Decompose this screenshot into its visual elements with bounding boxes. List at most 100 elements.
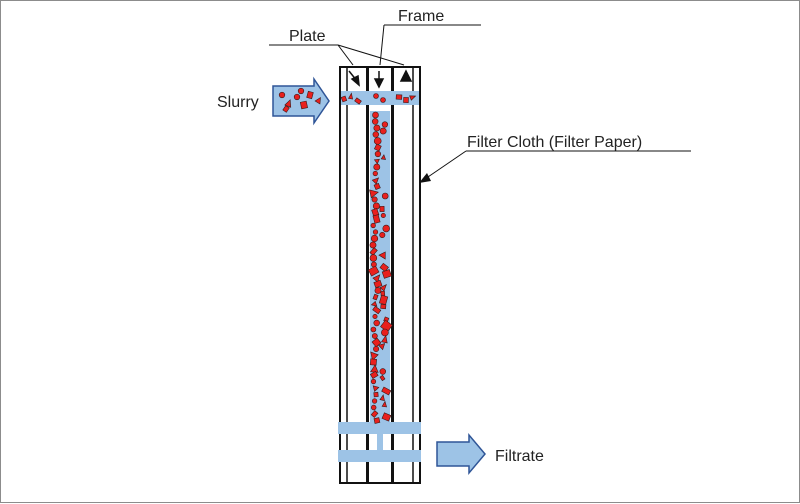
solid-particle: [372, 214, 381, 224]
solid-particle: [370, 222, 376, 229]
solid-particle: [369, 254, 378, 262]
solid-particle: [372, 293, 379, 301]
solid-particle: [379, 374, 386, 382]
outlet-header-bottom: [338, 450, 421, 462]
flow-arrowhead-right: [399, 69, 413, 82]
leader-lines: [269, 24, 691, 180]
solid-particle: [354, 97, 362, 105]
solid-particle: [299, 100, 308, 110]
solid-particle: [297, 87, 305, 95]
solid-particle: [381, 269, 392, 279]
solid-particle: [372, 385, 380, 392]
solid-particle: [395, 94, 403, 100]
solid-particle: [382, 224, 390, 233]
solid-particle: [372, 313, 378, 319]
filter-cloth-label: Filter Cloth (Filter Paper): [467, 134, 642, 151]
flow-arrows: [348, 69, 413, 89]
solid-particle: [293, 93, 301, 101]
solid-particle: [369, 370, 379, 380]
solid-particle: [373, 124, 381, 132]
solid-particle: [373, 137, 382, 145]
right-plate: [392, 66, 421, 484]
solid-particle: [380, 154, 387, 160]
frame-label: Frame: [398, 8, 444, 25]
solid-particle: [372, 274, 381, 283]
solid-particle: [379, 368, 386, 375]
filtrate-arrow: [436, 432, 486, 476]
solid-particle: [373, 319, 380, 327]
solid-particle: [371, 196, 378, 203]
solid-particle: [340, 95, 348, 103]
solid-particle: [348, 92, 353, 100]
solid-particle: [373, 182, 381, 191]
solid-particle: [380, 97, 386, 103]
solid-particle: [372, 170, 378, 177]
solid-particle: [381, 192, 389, 200]
solid-particle: [381, 334, 388, 344]
solid-particle: [378, 294, 389, 306]
solid-particle: [367, 265, 380, 277]
slurry-arrow-shape: [272, 76, 330, 126]
solid-particle: [380, 303, 387, 310]
solid-particle: [373, 143, 382, 152]
solid-particle: [381, 328, 389, 337]
solid-particle: [370, 300, 378, 307]
solid-particle: [373, 158, 380, 165]
solid-particle: [369, 241, 377, 249]
solid-particle: [372, 229, 379, 235]
solid-particle: [374, 287, 382, 294]
slurry-arrow: [272, 76, 330, 126]
solid-particle: [370, 326, 377, 333]
solid-particle: [372, 118, 379, 125]
solid-particle: [381, 121, 389, 128]
solid-particle: [370, 351, 379, 361]
solid-particle: [369, 358, 377, 366]
solid-particle: [314, 96, 321, 105]
solid-particle: [373, 391, 379, 398]
solid-particle: [282, 105, 290, 113]
solid-particle: [403, 97, 409, 103]
solid-particle: [373, 93, 379, 99]
solid-particle: [379, 206, 385, 212]
filter-press-walls: [339, 66, 421, 484]
solid-particle: [373, 279, 383, 289]
solid-particle: [372, 398, 378, 404]
flow-arrowhead-left: [350, 74, 360, 87]
solid-particle: [306, 90, 314, 100]
slurry-arrow-particles: [278, 87, 321, 113]
solid-particle: [370, 378, 377, 385]
solid-particles: [340, 92, 417, 424]
solid-particle: [371, 333, 378, 339]
solid-particle: [379, 394, 385, 401]
solid-particle: [381, 400, 388, 408]
solid-particle: [370, 410, 379, 418]
solid-particle: [284, 99, 292, 108]
slurry-label: Slurry: [217, 94, 259, 111]
solid-particle: [371, 177, 380, 185]
solid-particle: [374, 150, 382, 158]
outlet-header-top: [338, 422, 421, 434]
filter-cloth-arrowhead: [419, 173, 431, 183]
solid-particle: [379, 127, 387, 135]
solid-particle: [380, 213, 386, 219]
solid-particle: [379, 284, 387, 292]
solid-particle: [381, 386, 392, 396]
solid-particle: [369, 247, 378, 256]
solid-particle: [381, 412, 392, 422]
plate-inner-lines: [346, 67, 414, 483]
flow-arrowhead-middle: [373, 78, 385, 89]
solid-particle: [373, 163, 381, 171]
filtrate-label: Filtrate: [495, 448, 544, 465]
solid-particle: [369, 189, 379, 199]
solid-particle: [372, 131, 379, 138]
solid-particle: [278, 91, 286, 99]
outlet-connector: [377, 434, 383, 450]
solid-particle: [377, 343, 386, 351]
solid-particle: [372, 305, 382, 315]
solid-particle: [378, 251, 386, 260]
solid-particle: [379, 232, 386, 239]
solid-particle: [409, 95, 417, 101]
solid-particle: [379, 262, 389, 273]
